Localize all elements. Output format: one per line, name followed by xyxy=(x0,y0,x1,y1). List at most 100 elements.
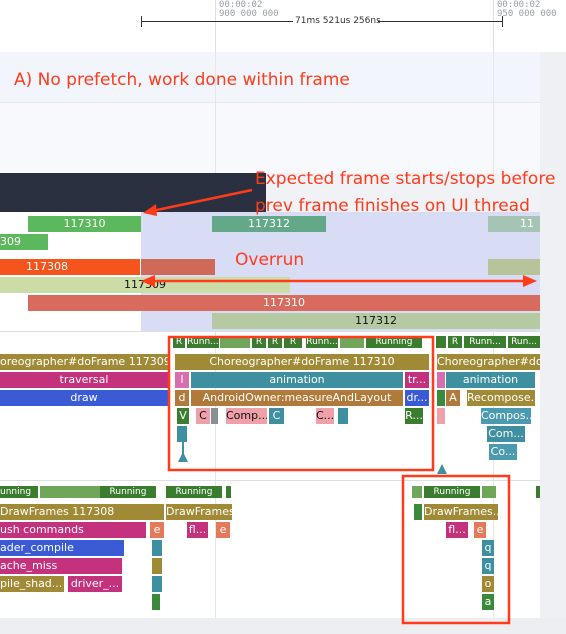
expected-frame-309[interactable]: 309 xyxy=(0,234,48,250)
rt-running-strip[interactable] xyxy=(412,486,422,498)
bottom-scroll-track[interactable] xyxy=(0,618,566,634)
ui-slice-salmon[interactable] xyxy=(437,408,445,424)
ui-thread-track-separator xyxy=(0,331,540,332)
vertical-grid-line xyxy=(493,52,494,618)
ui-slice-v[interactable]: V xyxy=(177,408,189,424)
rt-slice-e[interactable]: e xyxy=(474,522,486,538)
ui-slice-d[interactable]: d xyxy=(175,390,189,406)
rt-compile-shader[interactable]: pile_shad... xyxy=(0,576,64,592)
expected-frame-callout-line2: prev frame finishes on UI thread xyxy=(255,196,530,216)
ui-running-r[interactable]: R xyxy=(284,336,302,348)
ui-traversal-short[interactable]: tr... xyxy=(405,372,429,388)
rt-running[interactable]: Running xyxy=(100,486,156,498)
track-divider xyxy=(0,102,540,103)
expected-frame-117310[interactable]: 117310 xyxy=(28,216,141,232)
rt-cache-miss[interactable]: ache_miss xyxy=(0,558,122,574)
ui-running[interactable]: Run... xyxy=(508,336,540,348)
ui-running[interactable]: Runn... xyxy=(464,336,506,348)
rt-drawframes-117308[interactable]: DrawFrames 117308 xyxy=(0,504,164,520)
rt-flush-commands[interactable]: ush commands xyxy=(0,522,146,538)
ruler-tick-line xyxy=(493,0,494,52)
flow-arrow-icon xyxy=(178,440,188,462)
ui-com[interactable]: Com... xyxy=(487,426,525,442)
rt-drawframes[interactable]: DrawFrames... xyxy=(166,504,232,520)
span-duration-label: 71ms 521us 256ns xyxy=(295,16,381,26)
rt-running-strip[interactable] xyxy=(40,486,100,498)
expected-frame-callout-line1: Expected frame starts/stops before xyxy=(255,169,556,189)
rt-slice-teal[interactable] xyxy=(152,540,162,556)
ui-animation-next[interactable]: animation xyxy=(446,372,535,388)
ui-choreographer-doframe-next[interactable]: Choreographer#do... xyxy=(437,354,540,370)
ui-slice-pink[interactable] xyxy=(437,372,445,388)
rt-running-strip[interactable] xyxy=(482,486,496,498)
ui-recompose[interactable]: Recompose... xyxy=(467,390,535,406)
actual-frame-117310[interactable]: 117310 xyxy=(28,295,540,311)
render-thread-track-separator xyxy=(0,480,540,481)
ruler-tick-label: 00:00:02 950 000 000 xyxy=(497,0,557,19)
rt-slice-olive[interactable] xyxy=(152,558,162,574)
ui-slice-c[interactable]: C xyxy=(196,408,210,424)
ui-running[interactable]: Runn... xyxy=(306,336,338,348)
expected-frame-11[interactable]: 11 xyxy=(488,216,540,232)
ui-measure-and-layout[interactable]: AndroidOwner:measureAndLayout xyxy=(191,390,403,406)
rt-running[interactable]: Running xyxy=(166,486,222,498)
ui-co[interactable]: Co... xyxy=(489,444,517,460)
ui-slice-comp[interactable]: Comp... xyxy=(226,408,267,424)
ui-running-r[interactable]: R xyxy=(173,336,185,348)
ui-draw[interactable]: draw xyxy=(0,390,168,406)
rt-running-strip[interactable] xyxy=(226,486,231,498)
dark-track-tail xyxy=(266,173,540,212)
rt-slice-a[interactable]: a xyxy=(482,594,494,610)
vertical-grid-line xyxy=(215,52,216,618)
rt-running[interactable]: Running xyxy=(424,486,480,498)
rt-slice-fl[interactable]: fl... xyxy=(446,522,468,538)
ui-slice-a[interactable]: A xyxy=(446,390,460,406)
ui-compos[interactable]: Compos... xyxy=(481,408,531,424)
ui-slice-r-dots[interactable]: R... xyxy=(405,408,423,424)
track-header xyxy=(0,52,540,102)
ui-slice-small-teal[interactable] xyxy=(338,408,348,424)
ui-slice-c-dots[interactable]: C... xyxy=(316,408,334,424)
rt-drawframes-next[interactable]: DrawFrames... xyxy=(424,504,498,520)
dark-track-bar xyxy=(0,173,266,212)
rt-slice-q[interactable]: q xyxy=(482,540,494,556)
rt-slice-e[interactable]: e xyxy=(216,522,230,538)
ui-running-r[interactable]: R xyxy=(448,336,462,348)
ui-running-strip[interactable] xyxy=(220,336,250,348)
rt-slice-green[interactable] xyxy=(414,504,422,520)
rt-slice-o[interactable]: o xyxy=(482,576,494,592)
ui-slice-green-a[interactable] xyxy=(437,390,445,406)
actual-frame-117312[interactable]: 117312 xyxy=(212,313,540,329)
ui-slice-c-teal[interactable]: C xyxy=(269,408,284,424)
annotation-label-a: A) No prefetch, work done within frame xyxy=(14,70,350,90)
ui-choreographer-doframe-117310[interactable]: Choreographer#doFrame 117310 xyxy=(175,354,429,370)
ui-draw-short[interactable]: dr... xyxy=(405,390,429,406)
actual-frame-117309[interactable]: 117309 xyxy=(0,277,290,293)
ui-slice-i[interactable]: I xyxy=(175,372,189,388)
actual-frame-117308[interactable]: 117308 xyxy=(0,259,140,275)
rt-running[interactable]: unning xyxy=(0,486,38,498)
ui-running-strip[interactable] xyxy=(340,336,364,348)
ui-running[interactable]: Running xyxy=(366,336,422,348)
ui-running[interactable]: Runn... xyxy=(187,336,219,348)
rt-shader-compile[interactable]: ader_compile xyxy=(0,540,124,556)
rt-slice-teal[interactable] xyxy=(152,576,162,592)
rt-slice-green[interactable] xyxy=(152,594,160,610)
rt-slice-q[interactable]: q xyxy=(482,558,494,574)
span-line xyxy=(141,21,293,22)
rt-running-strip[interactable] xyxy=(536,486,540,498)
ui-animation[interactable]: animation xyxy=(191,372,403,388)
ui-running-r[interactable]: R xyxy=(252,336,266,348)
rt-driver[interactable]: driver_... xyxy=(68,576,122,592)
actual-frame-next-tail[interactable] xyxy=(488,259,540,275)
rt-slice-fl[interactable]: fl... xyxy=(187,522,208,538)
ui-slice-gray[interactable] xyxy=(211,408,218,424)
ui-running-r[interactable]: R xyxy=(268,336,282,348)
expected-frame-117312[interactable]: 117312 xyxy=(212,216,326,232)
overrun-label: Overrun xyxy=(235,250,305,270)
ui-traversal[interactable]: traversal xyxy=(0,372,168,388)
rt-slice-e[interactable]: e xyxy=(150,522,164,538)
ui-choreographer-doframe-117309[interactable]: oreographer#doFrame 117309 xyxy=(0,354,168,370)
actual-frame-overrun-tail[interactable] xyxy=(141,259,215,275)
ui-running-strip[interactable] xyxy=(436,336,446,348)
